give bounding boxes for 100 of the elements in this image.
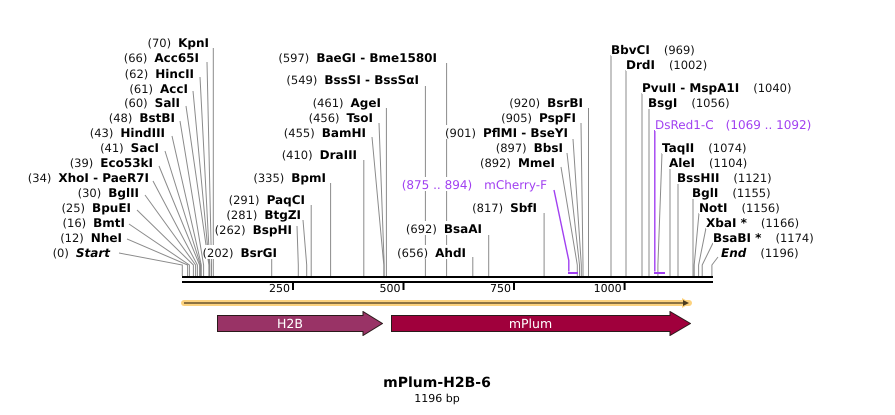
sequence-end-label: End (1196) [721, 245, 799, 259]
leader-line [472, 256, 474, 276]
enzyme-site-label: BbvCI (969) [611, 42, 695, 56]
enzyme-site-label: (597) BaeGI - Bme1580I [278, 50, 437, 64]
sequence-end-label: (0) Start [52, 245, 110, 259]
dna-backbone [182, 276, 713, 283]
gene-feature: H2B [217, 311, 383, 336]
enzyme-site-label: (202) BsrGI [202, 245, 277, 259]
leader-line [657, 152, 662, 276]
leader-line [566, 152, 580, 276]
leader-line [200, 76, 210, 276]
leader-line [648, 108, 650, 276]
enzyme-site-label: BssHII (1121) [677, 170, 772, 184]
enzyme-site-label: (39) Eco53kI [70, 155, 153, 169]
enzyme-site-label: (281) BtgZI [226, 207, 301, 221]
enzyme-site-label: (61) AccI [129, 81, 188, 95]
leader-line [212, 48, 214, 276]
leader-line [180, 120, 204, 276]
enzyme-site-label: (692) BsaAI [406, 221, 482, 235]
primer-label: DsRed1-C (1069 .. 1092) [655, 117, 812, 131]
enzyme-site-label: (456) TsoI [308, 110, 373, 124]
leader-line [330, 182, 332, 276]
enzyme-site-label: DrdI (1002) [626, 57, 708, 71]
enzyme-site-label: (41) SacI [100, 140, 159, 154]
enzyme-site-label: BsgI (1056) [648, 95, 730, 109]
leader-line [698, 228, 706, 276]
leader-line [588, 108, 589, 276]
leader-line [144, 194, 196, 276]
enzyme-site-label: BglI (1155) [692, 185, 771, 199]
leader-line [580, 122, 584, 276]
primer-binding-mark [568, 272, 578, 274]
enzyme-site-label: BsaBI * (1174) [713, 230, 814, 244]
enzyme-site-label: (461) AgeI [312, 95, 381, 109]
enzyme-site-label: (410) DraIII [282, 147, 357, 161]
leader-line [118, 252, 183, 276]
leader-line [164, 150, 201, 276]
enzyme-site-label: (12) NheI [60, 230, 122, 244]
gene-feature: mPlum [391, 311, 691, 336]
enzyme-site-label: (30) BglII [78, 185, 139, 199]
enzyme-site-label: AleI (1104) [669, 155, 748, 169]
enzyme-site-label: (66) Acc65I [124, 50, 199, 64]
leader-line [152, 180, 198, 276]
leader-line [386, 108, 387, 276]
enzyme-site-label: (920) BsrBI [509, 95, 583, 109]
leader-line [560, 166, 578, 276]
leader-line [128, 224, 190, 276]
enzyme-site-label: (60) SalI [124, 95, 180, 109]
primer-binding-mark [654, 272, 664, 274]
enzyme-site-label: (656) AhdI [397, 245, 466, 259]
enzyme-site-label: (34) XhoI - PaeR7I [28, 170, 149, 184]
leader-line [488, 234, 490, 276]
enzyme-site-label: NotI (1156) [699, 200, 780, 214]
open-reading-frame-arrow [181, 297, 693, 309]
enzyme-site-label: PvuII - MspA1I (1040) [642, 80, 792, 94]
enzyme-site-label: (901) PflMI - BseYI [445, 125, 568, 139]
leader-line [302, 220, 308, 276]
leader-line [192, 90, 210, 276]
leader-line [271, 258, 272, 276]
leader-line [692, 198, 694, 276]
leader-line [158, 166, 200, 276]
enzyme-site-label: (291) PaqCI [228, 192, 305, 206]
leader-line [694, 212, 700, 276]
enzyme-site-label: (48) BstBI [108, 110, 175, 124]
leader-line [296, 226, 299, 276]
leader-line [186, 106, 210, 276]
map-title: mPlum-H2B-6 [383, 375, 491, 392]
enzyme-site-label: (43) HindIII [90, 125, 165, 139]
leader-line [654, 130, 656, 272]
leader-line [136, 210, 194, 276]
leader-line [378, 122, 385, 276]
enzyme-site-label: (62) HincII [124, 66, 194, 80]
leader-line [206, 62, 212, 276]
tick-label: 1000 [594, 282, 622, 295]
enzyme-site-label: XbaI * (1166) [706, 215, 800, 229]
primer-label: (875 .. 894) mCherry-F [402, 177, 547, 191]
leader-line [172, 136, 202, 276]
tick-label: 500 [380, 282, 400, 295]
leader-line [553, 190, 570, 272]
leader-line [711, 256, 718, 276]
enzyme-site-label: TaqII (1074) [662, 140, 747, 154]
tick-label: 250 [269, 282, 290, 295]
leader-line [363, 160, 364, 276]
tick-label: 750 [490, 282, 511, 295]
leader-line [572, 138, 582, 276]
enzyme-site-label: (70) KpnI [147, 35, 209, 49]
enzyme-site-label: (897) BbsI [496, 140, 563, 154]
leader-line [310, 204, 312, 276]
enzyme-site-label: (455) BamHI [284, 125, 366, 139]
leader-line [126, 238, 188, 276]
enzyme-site-label: (549) BssSI - BssSαI [286, 72, 419, 86]
sequence-length: 1196 bp [414, 392, 460, 405]
enzyme-site-label: (262) BspHI [214, 222, 292, 236]
enzyme-site-label: (905) PspFI [501, 110, 576, 124]
leader-line [702, 242, 714, 276]
enzyme-site-label: (16) BmtI [62, 215, 125, 229]
enzyme-site-label: (817) SbfI [472, 200, 537, 214]
enzyme-site-label: (25) BpuEI [61, 200, 131, 214]
leader-line [610, 54, 612, 276]
enzyme-site-label: (335) BpmI [253, 170, 326, 184]
enzyme-site-label: (892) MmeI [480, 155, 555, 169]
